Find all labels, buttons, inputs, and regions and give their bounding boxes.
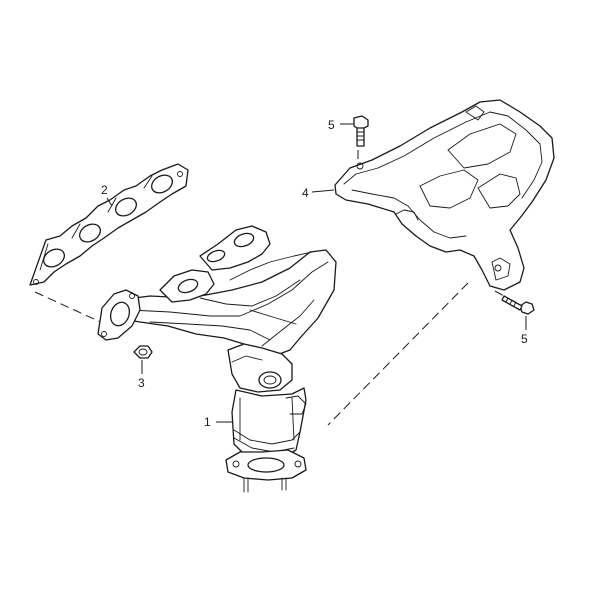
leader-lines	[106, 123, 527, 423]
exhaust-manifold-with-catalytic-converter	[97, 225, 337, 493]
callout-1: 1	[204, 415, 211, 429]
nut	[133, 345, 153, 359]
callout-5-bottom: 5	[521, 332, 528, 346]
callout-4: 4	[302, 186, 309, 200]
bolt-top	[353, 115, 369, 147]
bolt-bottom	[501, 295, 535, 315]
callout-5-top: 5	[328, 118, 335, 132]
heat-shield	[334, 99, 555, 291]
callout-3: 3	[138, 376, 145, 390]
callout-2: 2	[101, 183, 108, 197]
manifold-gasket	[29, 163, 189, 286]
